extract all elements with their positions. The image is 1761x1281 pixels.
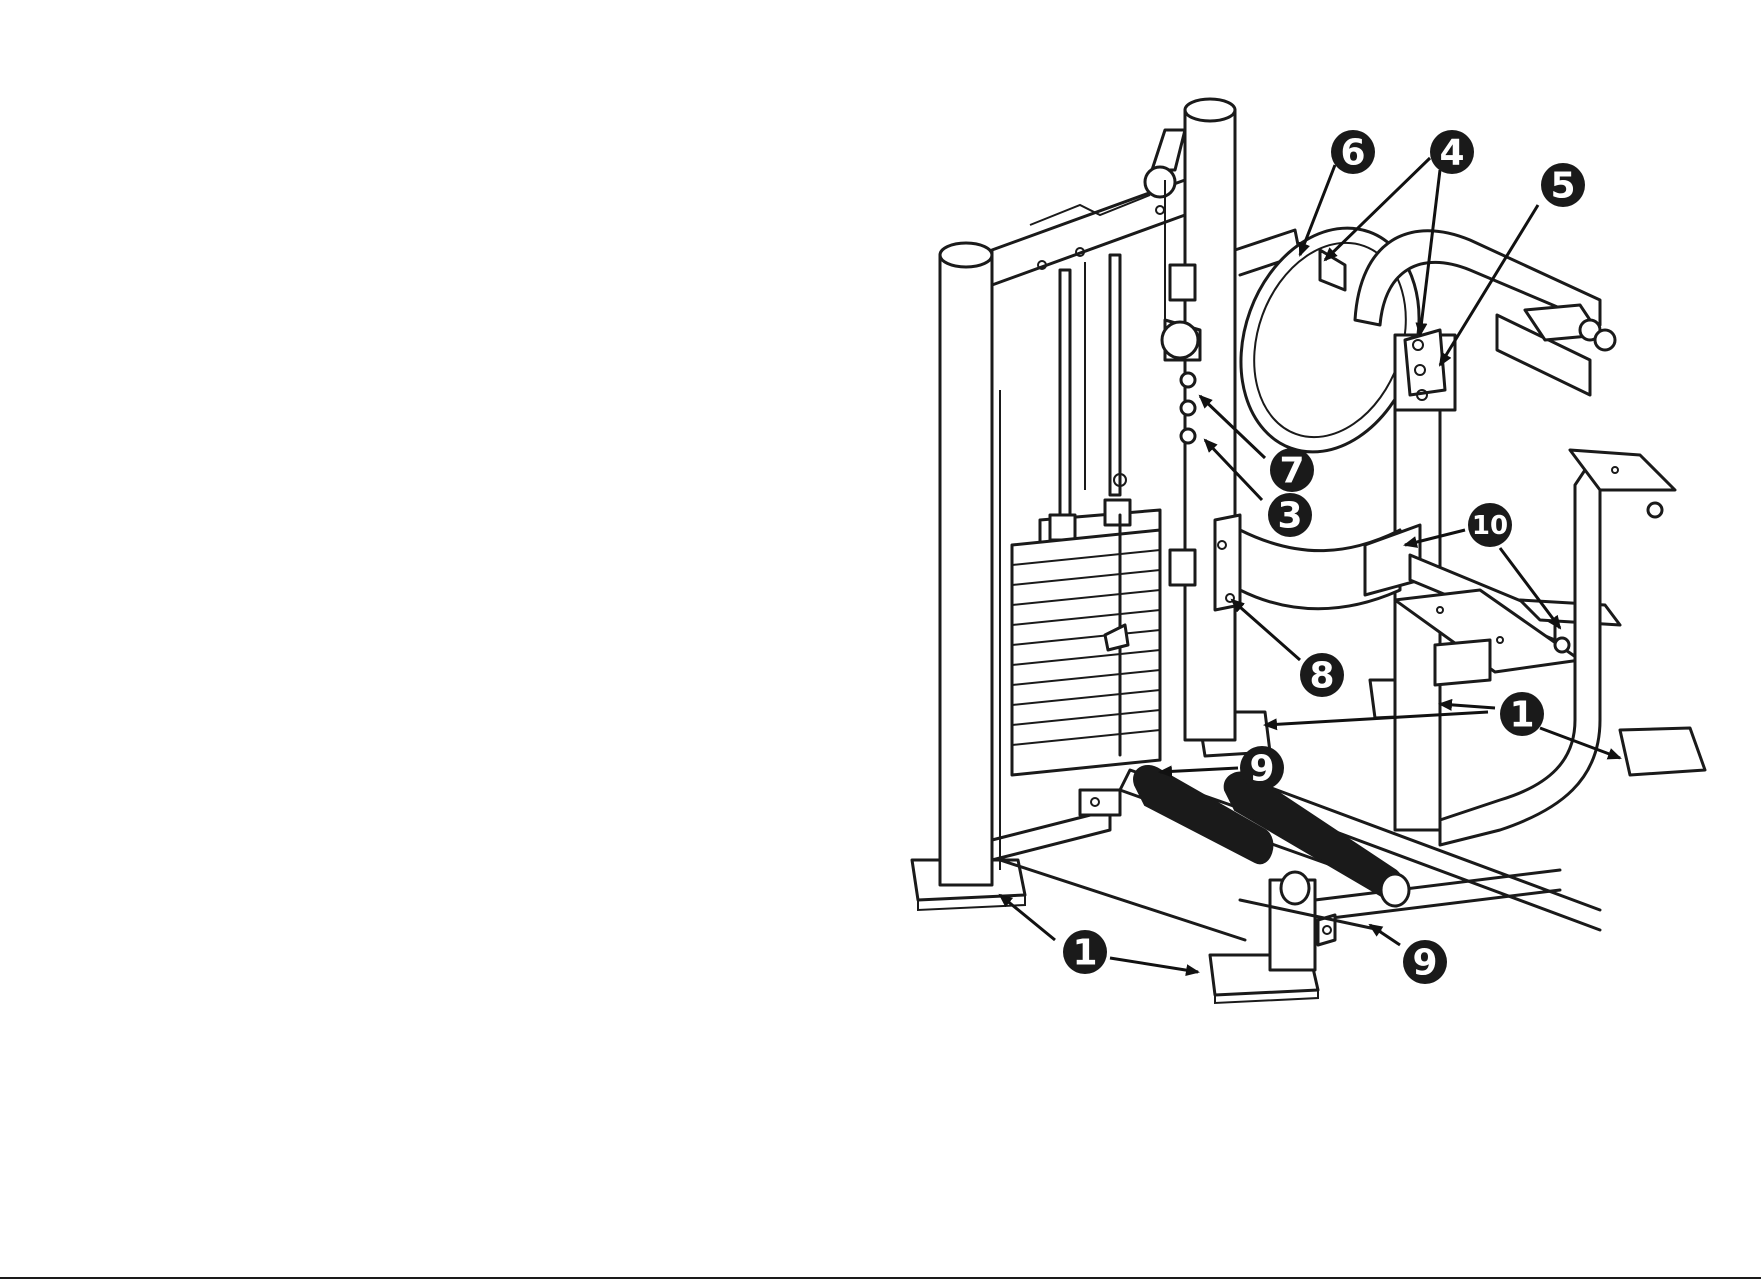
right-tower-upright	[1185, 99, 1235, 740]
svg-text:5: 5	[1550, 166, 1575, 207]
callout-9-top: 9	[1240, 746, 1284, 790]
svg-text:9: 9	[1412, 943, 1437, 984]
arrow-1d	[1000, 895, 1055, 940]
arrow-1b	[1440, 704, 1495, 708]
arrow-9b	[1370, 925, 1400, 945]
svg-text:3: 3	[1277, 496, 1302, 537]
left-front-upright	[940, 243, 1000, 885]
callout-10: 10	[1468, 503, 1512, 547]
callout-3: 3	[1268, 493, 1312, 537]
weight-stack	[1012, 474, 1160, 775]
svg-text:1: 1	[1072, 933, 1097, 974]
svg-text:6: 6	[1340, 133, 1365, 174]
svg-text:9: 9	[1249, 749, 1274, 790]
svg-text:4: 4	[1439, 133, 1464, 174]
foot-rollers	[1120, 766, 1409, 930]
top-cross-beam	[992, 130, 1185, 285]
arrow-1e	[1110, 958, 1198, 972]
callout-5: 5	[1541, 163, 1585, 207]
svg-text:7: 7	[1279, 451, 1304, 492]
callout-7: 7	[1270, 448, 1314, 492]
callout-8: 8	[1300, 653, 1344, 697]
svg-text:1: 1	[1509, 695, 1534, 736]
arrow-8	[1232, 600, 1300, 660]
svg-text:8: 8	[1309, 656, 1334, 697]
arrow-9a	[1160, 768, 1238, 772]
callout-9-bottom: 9	[1403, 940, 1447, 984]
callout-6: 6	[1331, 130, 1375, 174]
guide-rods	[1060, 255, 1120, 515]
callout-1-right: 1	[1500, 692, 1544, 736]
svg-text:10: 10	[1472, 511, 1508, 541]
callout-1-left: 1	[1063, 930, 1107, 974]
callout-4: 4	[1430, 130, 1474, 174]
bottom-rule	[0, 1277, 1761, 1279]
